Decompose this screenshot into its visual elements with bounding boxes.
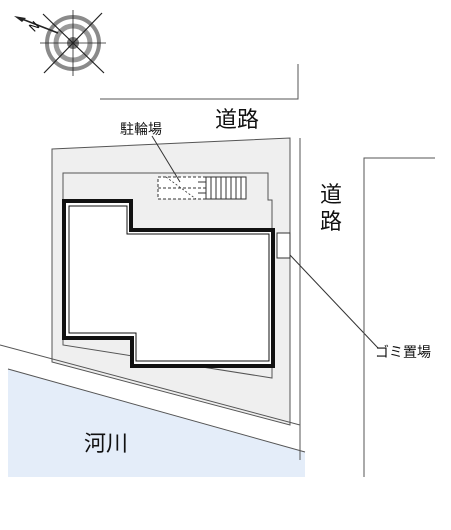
compass-rose-icon [14,10,106,76]
bicycle-parking-area [157,176,247,200]
top-road-line [100,64,299,100]
building-outline [62,199,275,368]
bicycle-parking-label: 駐輪場 [120,121,162,138]
bicycle-parking-leader-line [151,135,181,183]
river-label: 河川 [84,432,128,457]
garbage-area-label: ゴミ置場 [375,344,431,361]
right-road-line [363,157,435,477]
river-edge-line [7,368,306,453]
road-right-label-2: 路 [320,210,342,235]
building-inner-line [68,205,270,362]
road-right-label-1: 道 [320,183,342,208]
road-top-label: 道路 [215,108,259,133]
garbage-area-box [276,232,291,259]
setback-line [62,172,273,379]
river-area [8,369,305,477]
garbage-area-leader-line [289,254,379,349]
